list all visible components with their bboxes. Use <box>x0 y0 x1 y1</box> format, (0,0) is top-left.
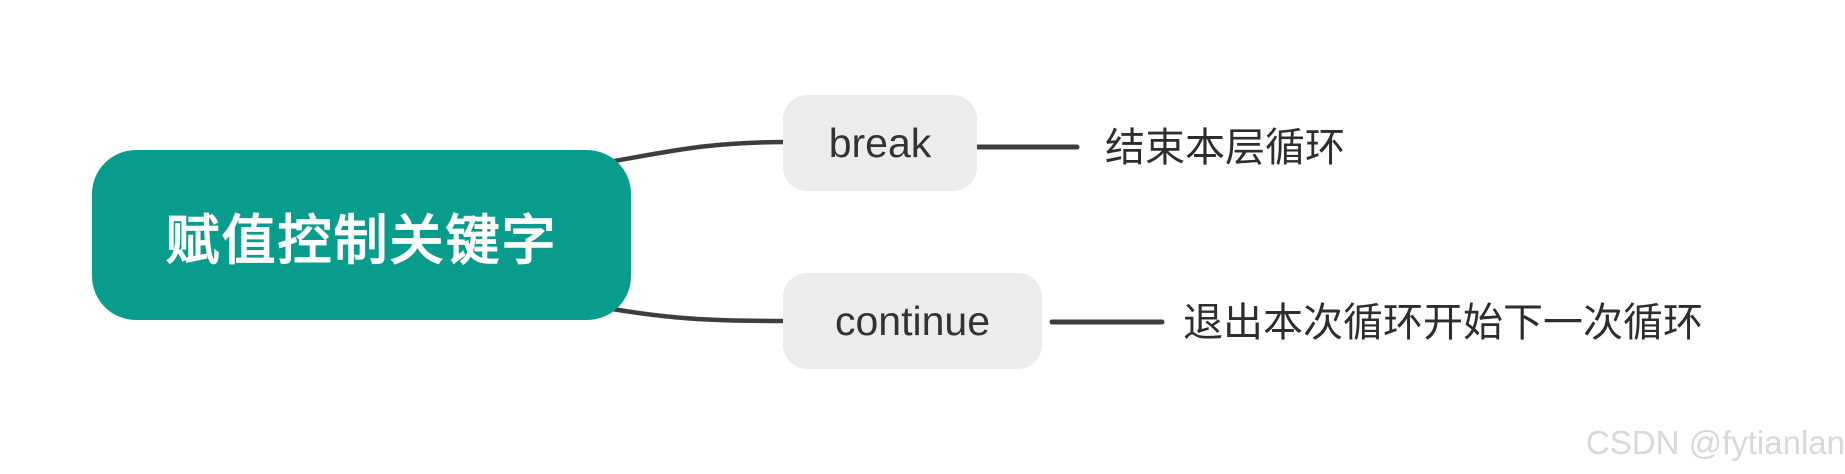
branch-topic-continue-label: continue <box>834 297 990 344</box>
branch-topic-break[interactable]: break <box>783 95 977 191</box>
root-topic[interactable]: 赋值控制关键字 <box>92 150 631 320</box>
leaf-label-continue[interactable]: 退出本次循环开始下一次循环 <box>1183 301 1703 345</box>
root-topic-label: 赋值控制关键字 <box>165 210 558 271</box>
branch-topic-continue[interactable]: continue <box>783 273 1042 369</box>
branch-topic-break-label: break <box>828 119 932 166</box>
leaf-label-break[interactable]: 结束本层循环 <box>1105 126 1345 170</box>
csdn-watermark: CSDN @fytianlan <box>1585 424 1845 461</box>
